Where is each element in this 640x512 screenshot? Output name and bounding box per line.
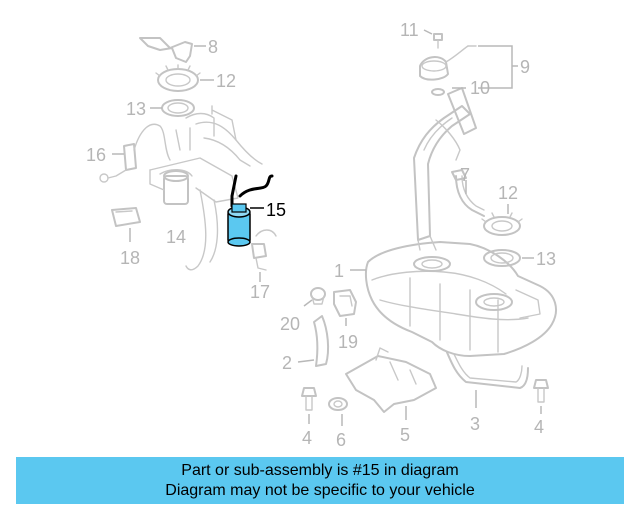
callout-12a: 12 (216, 71, 236, 91)
part-7-vent-tube: 7 (451, 165, 485, 217)
callout-13a: 13 (126, 99, 146, 119)
callout-12b: 12 (498, 183, 518, 203)
banner-background (16, 457, 624, 504)
callout-6: 6 (336, 430, 346, 450)
callout-16: 16 (86, 145, 106, 165)
callout-2: 2 (282, 353, 292, 373)
callout-20: 20 (280, 314, 300, 334)
callout-17: 17 (250, 282, 270, 302)
callout-9: 9 (520, 57, 530, 77)
info-banner: Part or sub-assembly is #15 in diagram D… (16, 457, 624, 504)
callout-3: 3 (470, 414, 480, 434)
part-16-sensor: 16 (86, 123, 171, 183)
part-12-lock-ring-left: 12 (155, 64, 236, 92)
part-5-shield: 5 (345, 347, 437, 445)
callout-7: 7 (460, 165, 470, 185)
part-3-strap: 3 (445, 349, 529, 434)
callout-4a: 4 (302, 428, 312, 448)
part-8-hose: 8 (139, 37, 218, 63)
filler-neck (413, 87, 477, 251)
part-2-strap: 2 (282, 315, 330, 373)
part-9-cap-assembly: 9 10 11 (400, 20, 530, 98)
callout-10: 10 (470, 78, 490, 98)
callout-15: 15 (266, 200, 286, 220)
part-18-connector: 18 (111, 207, 141, 268)
part-4-bolt-left: 4 (301, 387, 317, 448)
part-12-lock-ring-right: 12 (481, 183, 523, 236)
part-4-bolt-right: 4 (533, 379, 549, 437)
part-20-grommet: 20 (280, 287, 326, 334)
banner-line-2: Diagram may not be specific to your vehi… (165, 482, 475, 499)
callout-4b: 4 (534, 417, 544, 437)
callout-5: 5 (400, 425, 410, 445)
callout-11: 11 (400, 20, 419, 40)
part-1-fuel-tank: 1 (334, 241, 557, 357)
part-6-nut: 6 (328, 397, 348, 450)
banner-line-1: Part or sub-assembly is #15 in diagram (181, 462, 459, 479)
callout-1: 1 (334, 261, 344, 281)
part-17-clip: 17 (250, 229, 277, 302)
part-13-gasket-right: 13 (483, 249, 556, 269)
callout-8: 8 (208, 37, 218, 57)
callout-14: 14 (166, 227, 186, 247)
part-15-fuel-filter[interactable]: 15 (227, 174, 286, 247)
part-19-bracket: 19 (333, 289, 358, 352)
part-13-gasket-left: 13 (126, 99, 195, 119)
callout-19: 19 (338, 332, 358, 352)
callout-13b: 13 (536, 249, 556, 269)
callout-18: 18 (120, 248, 140, 268)
part-14-pump-assembly: 14 (149, 105, 263, 271)
